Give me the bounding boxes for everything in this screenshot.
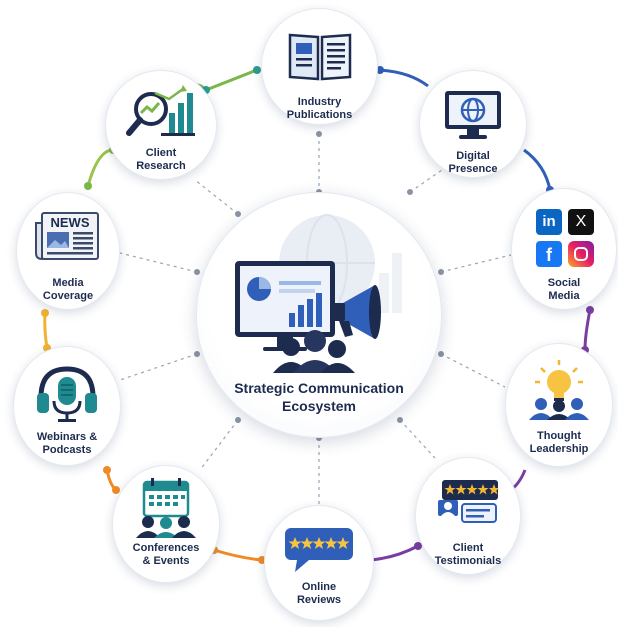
node-client-testimonials[interactable]: Client Testimonials	[415, 457, 521, 575]
social-media-icons: in X f	[536, 209, 596, 269]
open-book-icon	[288, 33, 351, 81]
lightbulb-people-icon	[529, 360, 589, 420]
ring-arc-blue-right	[523, 148, 552, 191]
node-thought-leadership[interactable]: Thought Leadership	[505, 343, 613, 467]
review-stars-bubble-icon	[285, 528, 353, 572]
microphone-headphones-icon	[37, 366, 97, 422]
newspaper-headline: NEWS	[51, 215, 90, 230]
node-label-client-research: Client Research	[136, 147, 186, 172]
node-label-digital-presence: Digital Presence	[448, 150, 498, 175]
ring-arc-purple-right	[583, 309, 592, 351]
node-label-social-media: Social Media	[547, 277, 581, 302]
facebook-icon: f	[536, 241, 562, 267]
node-label-webinars-podcasts: Webinars & Podcasts	[36, 431, 98, 456]
node-social-media[interactable]: in X f Social Media	[511, 188, 617, 310]
magnifier-chart-icon	[126, 85, 195, 136]
node-label-online-reviews: Online Reviews	[296, 581, 342, 606]
node-label-conferences-events: Conferences & Events	[132, 542, 200, 567]
ring-arc-purple-bottom	[369, 544, 419, 562]
globe-monitor-icon	[445, 91, 501, 139]
center-title: Strategic Communication Ecosystem	[234, 380, 404, 414]
presentation-megaphone-icon	[235, 261, 381, 373]
node-label-media-coverage: Media Coverage	[42, 277, 94, 302]
node-online-reviews[interactable]: Online Reviews	[264, 505, 374, 621]
linkedin-icon: in	[536, 209, 562, 235]
ring-arc-orange-mid	[43, 312, 49, 349]
center-hub: Strategic Communication Ecosystem	[196, 192, 442, 438]
calendar-audience-icon	[136, 478, 196, 538]
node-label-client-testimonials: Client Testimonials	[434, 542, 502, 567]
node-client-research[interactable]: Client Research	[105, 70, 217, 180]
ring-arc-blue-top	[379, 68, 429, 88]
node-label-industry-publications: Industry Publications	[286, 96, 353, 121]
x-icon: X	[568, 209, 594, 235]
node-webinars-podcasts[interactable]: Webinars & Podcasts	[13, 346, 121, 466]
newspaper-icon: NEWS	[35, 212, 99, 261]
testimonial-stars-icon	[438, 480, 499, 523]
node-conferences-events[interactable]: Conferences & Events	[112, 465, 220, 583]
node-industry-publications[interactable]: Industry Publications	[261, 8, 378, 125]
node-label-thought-leadership: Thought Leadership	[529, 430, 589, 455]
node-digital-presence[interactable]: Digital Presence	[419, 70, 527, 178]
dashed-spokes	[119, 134, 512, 505]
node-media-coverage[interactable]: NEWS Media Coverage	[16, 192, 120, 310]
ring-arc-orange-bottom	[213, 548, 263, 562]
instagram-icon	[568, 241, 594, 267]
